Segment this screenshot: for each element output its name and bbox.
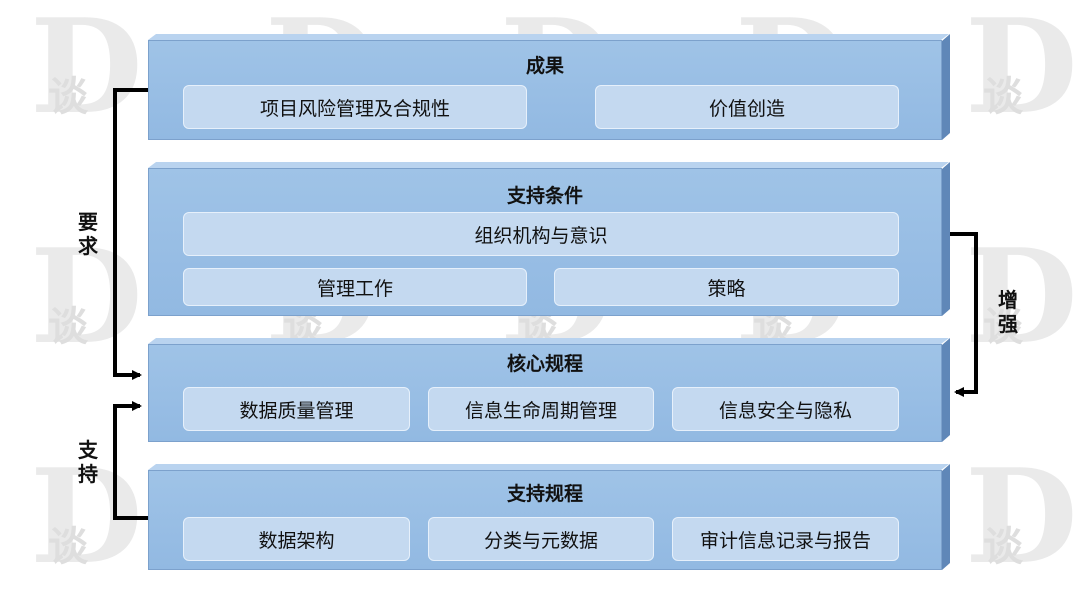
requires-arrow bbox=[113, 88, 148, 380]
layer-title: 核心规程 bbox=[506, 353, 583, 375]
layer-title: 成果 bbox=[525, 55, 564, 77]
layer-title: 支持规程 bbox=[506, 483, 583, 505]
box-classification-metadata[interactable]: 分类与元数据 bbox=[428, 517, 654, 561]
supports-arrow bbox=[113, 401, 148, 520]
enhances-arrow bbox=[950, 232, 978, 397]
layer-supporting-disciplines: 支持规程 数据架构 分类与元数据 审计信息记录与报告 bbox=[148, 470, 942, 570]
label-supports: 支持 bbox=[78, 438, 98, 486]
box-data-architecture[interactable]: 数据架构 bbox=[183, 517, 410, 561]
layer-core-disciplines: 核心规程 数据质量管理 信息生命周期管理 信息安全与隐私 bbox=[148, 344, 942, 442]
box-data-quality[interactable]: 数据质量管理 bbox=[183, 387, 410, 431]
layer-outcomes: 成果 项目风险管理及合规性 价值创造 bbox=[148, 40, 942, 140]
box-organization-awareness[interactable]: 组织机构与意识 bbox=[183, 212, 899, 256]
label-enhances: 增强 bbox=[998, 288, 1018, 336]
box-risk-compliance[interactable]: 项目风险管理及合规性 bbox=[183, 85, 527, 129]
label-requires: 要求 bbox=[78, 210, 98, 258]
box-security-privacy[interactable]: 信息安全与隐私 bbox=[672, 387, 899, 431]
layer-enablers: 支持条件 组织机构与意识 管理工作 策略 bbox=[148, 168, 942, 316]
box-audit-logging[interactable]: 审计信息记录与报告 bbox=[672, 517, 899, 561]
layer-title: 支持条件 bbox=[506, 185, 583, 207]
box-policy[interactable]: 策略 bbox=[554, 268, 899, 306]
box-stewardship[interactable]: 管理工作 bbox=[183, 268, 527, 306]
box-lifecycle-management[interactable]: 信息生命周期管理 bbox=[428, 387, 654, 431]
box-value-creation[interactable]: 价值创造 bbox=[595, 85, 899, 129]
